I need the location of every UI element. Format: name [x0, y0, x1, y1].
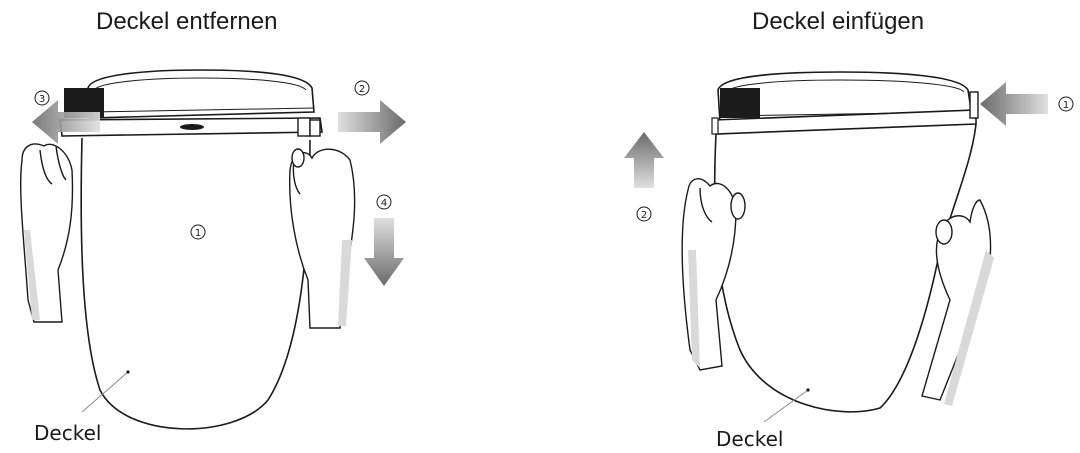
remove-lid-illustration: 3 2 4 1 Deckel	[19, 69, 406, 445]
clip-right	[969, 91, 979, 119]
svg-text:2: 2	[641, 210, 647, 221]
svg-text:4: 4	[381, 198, 387, 209]
step-marker-2: 2	[354, 80, 370, 96]
arrow-left-icon	[32, 100, 100, 144]
lid-label: Deckel	[716, 427, 783, 451]
lid-leader-line	[81, 371, 129, 413]
clip-right	[297, 117, 321, 137]
svg-text:1: 1	[1063, 100, 1069, 111]
left-hand-shadow	[24, 230, 40, 320]
arrow-up-icon	[624, 132, 664, 188]
svg-text:1: 1	[195, 228, 201, 239]
step-marker-1: 1	[1058, 96, 1074, 112]
lid-leader-line	[763, 389, 809, 423]
clip-left	[711, 117, 719, 135]
right-hand-shadow	[338, 240, 352, 326]
right-hand-shadow	[944, 250, 994, 406]
arrow-down-icon	[364, 218, 404, 286]
lid-outline	[80, 137, 311, 430]
step-marker-1: 1	[190, 224, 206, 240]
right-hand	[288, 148, 356, 329]
title-insert-lid: Deckel einfügen	[752, 8, 925, 35]
lid-label: Deckel	[34, 421, 101, 445]
step-marker-3: 3	[34, 90, 50, 106]
svg-text:2: 2	[359, 84, 365, 95]
svg-text:3: 3	[39, 94, 45, 105]
device-body	[59, 69, 323, 137]
insert-lid-illustration: 1 2 Deckel	[624, 71, 1074, 451]
left-hand-shadow	[688, 250, 700, 368]
step-marker-2: 2	[636, 206, 652, 222]
title-remove-lid: Deckel entfernen	[96, 8, 278, 35]
arrow-right-icon	[338, 100, 406, 144]
arrow-left-icon	[980, 82, 1048, 126]
step-marker-4: 4	[376, 194, 392, 210]
latch-block	[720, 88, 760, 118]
